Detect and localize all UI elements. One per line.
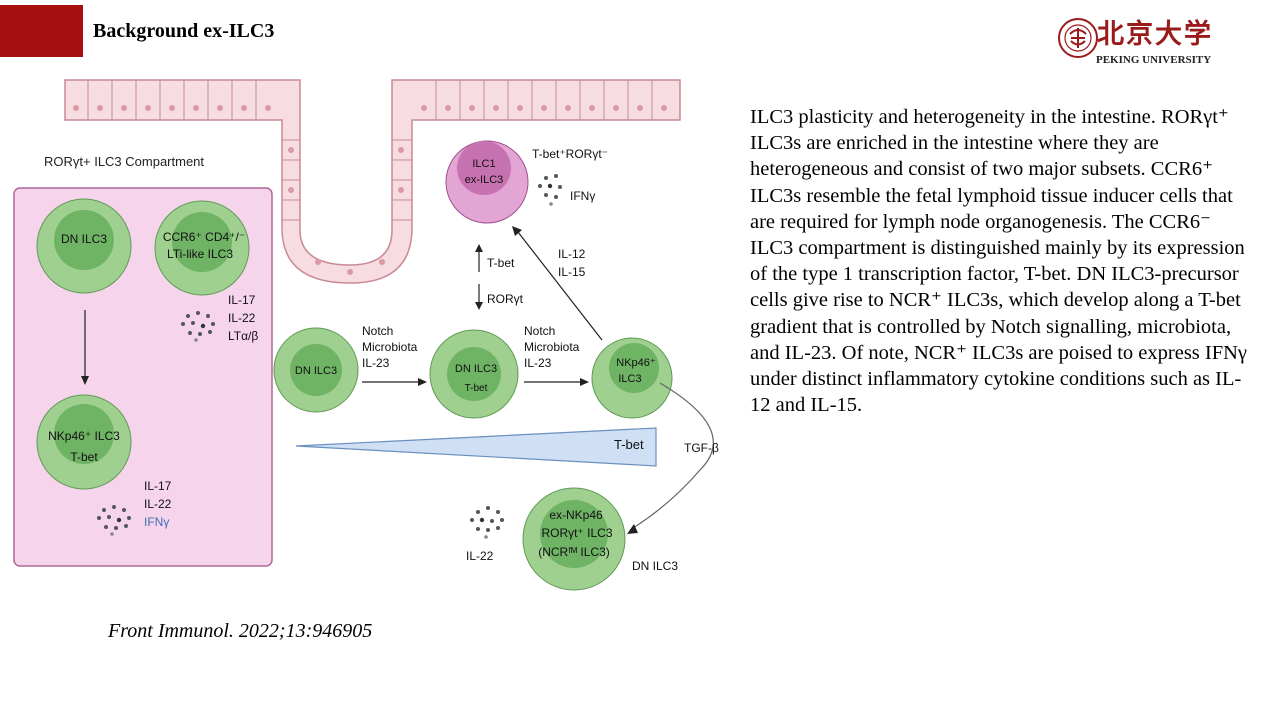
university-name-cn: 北京大学 xyxy=(1097,19,1213,50)
rorgt-down-label: RORγt xyxy=(487,292,524,306)
ilc1-tbet-rorgt-label: T-bet⁺RORγt⁻ xyxy=(532,147,608,161)
ilc1-ex-ilc3-cell: ILC1 ex-ILC3 xyxy=(445,140,529,224)
description-paragraph: ILC3 plasticity and heterogeneity in the… xyxy=(750,104,1250,418)
ccr6-label-line2: LTi-like ILC3 xyxy=(167,247,233,261)
ex-nkp46-ilc3-cell: ex-NKp46 RORγt⁺ ILC3 (NCRᶠᴹ ILC3) xyxy=(522,487,626,591)
nkp46-label-line1: NKp46⁺ ILC3 xyxy=(48,429,120,443)
nkp46-ilc3-cell: NKp46⁺ ILC3 T-bet xyxy=(36,394,132,490)
dev-dn-ilc3-tbet-cell: DN ILC3 T-bet xyxy=(429,329,519,419)
tgfb-label: TGF-β xyxy=(684,441,719,455)
notch1-line3: IL-23 xyxy=(362,356,390,370)
exnk-dn-label: DN ILC3 xyxy=(632,559,678,573)
dn-ilc3-label: DN ILC3 xyxy=(61,232,107,246)
notch1-line1: Notch xyxy=(362,324,393,338)
tbet-gradient-label: T-bet xyxy=(614,437,644,452)
il12-label: IL-12 xyxy=(558,247,586,261)
compartment-title: RORγt+ ILC3 Compartment xyxy=(44,154,204,169)
description-text: ILC3 plasticity and heterogeneity in the… xyxy=(750,106,1247,417)
slide-title: Background ex-ILC3 xyxy=(93,20,275,42)
exnk-line2: RORγt⁺ ILC3 xyxy=(541,526,612,540)
intestinal-epithelium xyxy=(64,79,681,284)
title-accent-bar xyxy=(0,5,83,57)
notch2-line2: Microbiota xyxy=(524,340,580,354)
university-name-en: PEKING UNIVERSITY xyxy=(1096,54,1212,66)
nkp46-label-line2: T-bet xyxy=(70,450,98,464)
notch2-line1: Notch xyxy=(524,324,555,338)
ccr6-label-line1: CCR6⁺ CD4⁺/⁻ xyxy=(163,230,245,244)
tbet-gradient-wedge xyxy=(295,427,657,467)
nkp46-cytokine-dots-icon xyxy=(97,505,131,536)
exnk-line1: ex-NKp46 xyxy=(549,508,603,522)
notch2-line3: IL-23 xyxy=(524,356,552,370)
dev-cell1-label: DN ILC3 xyxy=(295,365,337,377)
tbet-up-label: T-bet xyxy=(487,256,515,270)
notch1-line2: Microbiota xyxy=(362,340,418,354)
nkp46-cytokine-ifng: IFNγ xyxy=(144,515,169,529)
ccr6-cytokine-dots-icon xyxy=(181,311,215,342)
citation: Front Immunol. 2022;13:946905 xyxy=(108,620,373,642)
exnk-cytokine-dots-icon xyxy=(470,506,504,539)
ilc3-plasticity-diagram: RORγt+ ILC3 Compartment DN ILC3 CCR6⁺ CD… xyxy=(13,79,719,591)
dev-cell2-line2: T-bet xyxy=(465,383,488,394)
exnk-line3: (NCRᶠᴹ ILC3) xyxy=(538,545,610,559)
dn-ilc3-cell: DN ILC3 xyxy=(36,198,132,294)
ccr6-cytokine-il17: IL-17 xyxy=(228,293,256,307)
nkp46-cytokine-il22: IL-22 xyxy=(144,497,172,511)
ilc1-cytokine-ifng: IFNγ xyxy=(570,189,595,203)
dev-nkp46-ilc3-cell: NKp46⁺ ILC3 xyxy=(591,337,673,419)
ccr6-cytokine-lt: LTα/β xyxy=(228,329,258,343)
nkp46-to-ilc1-arrow xyxy=(517,231,603,341)
dev-dn-ilc3-cell: DN ILC3 xyxy=(273,327,359,413)
dev-cell2-line1: DN ILC3 xyxy=(455,363,497,375)
dev-cell3-line2: ILC3 xyxy=(618,373,641,385)
ilc1-label-line1: ILC1 xyxy=(472,158,495,170)
ilc1-label-line2: ex-ILC3 xyxy=(465,174,504,186)
ccr6-ilc3-cell: CCR6⁺ CD4⁺/⁻ LTi-like ILC3 xyxy=(154,200,250,296)
il15-label: IL-15 xyxy=(558,265,586,279)
tgfb-arrow xyxy=(629,382,714,531)
ilc1-cytokine-dots-icon xyxy=(538,174,562,206)
exnk-cytokine-il22: IL-22 xyxy=(466,549,494,563)
university-seal-icon xyxy=(1058,18,1098,58)
dev-cell3-line1: NKp46⁺ xyxy=(616,357,656,369)
nkp46-cytokine-il17: IL-17 xyxy=(144,479,172,493)
ccr6-cytokine-il22: IL-22 xyxy=(228,311,256,325)
